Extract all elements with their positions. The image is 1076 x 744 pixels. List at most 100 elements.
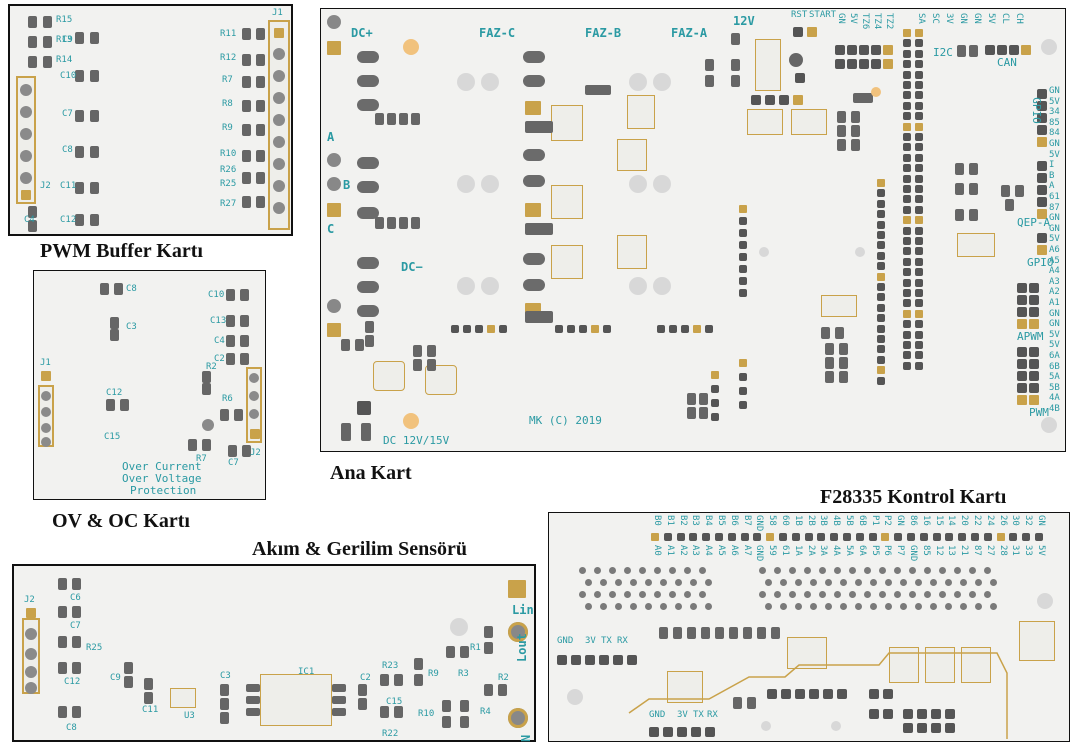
header-pin (903, 216, 911, 225)
header-pin (915, 70, 923, 79)
header-pin (675, 579, 682, 586)
main-right-pin-label: A5 (1049, 255, 1060, 266)
f28335-label-rx-2: RX (707, 710, 718, 720)
header-pin (804, 591, 811, 598)
header-pin (877, 293, 885, 302)
header-pin (739, 387, 747, 395)
header-pin (834, 591, 841, 598)
header-pin (915, 351, 923, 360)
sensor-silk-label: R1 (470, 643, 481, 653)
header-pin (624, 591, 631, 598)
header-pin (739, 277, 747, 285)
pwm-label-j1: J1 (272, 8, 283, 18)
main-label-a: A (327, 130, 335, 144)
main-board: DC+ DC− FAZ-C FAZ-B FAZ-A 12V RST START … (320, 8, 1066, 452)
header-pin (739, 217, 747, 225)
header-pin (877, 324, 885, 333)
ovoc-note-line2: Over Voltage (122, 472, 202, 485)
header-pin (830, 533, 839, 541)
pwm-label-c7: C7 (62, 109, 73, 119)
header-pin (690, 579, 697, 586)
header-pin (753, 533, 762, 541)
main-right-pin-label: 5V (1049, 340, 1060, 351)
sensor-silk-label: R4 (480, 707, 491, 717)
main-right-pin-label: GN (1049, 139, 1060, 149)
header-pin (903, 81, 911, 89)
sensor-silk-label: IC1 (298, 667, 315, 677)
header-pin (780, 579, 787, 586)
ovoc-label-c12: C12 (106, 388, 123, 398)
opamp-ic (821, 295, 857, 317)
header-pin (939, 591, 946, 598)
header-pin (881, 533, 890, 541)
header-pin (877, 283, 885, 291)
header-pin (909, 591, 916, 598)
header-pin (969, 567, 976, 574)
header-pin (624, 567, 631, 574)
header-pin (894, 591, 901, 598)
header-pin (669, 591, 676, 598)
header-pin (915, 185, 923, 193)
main-label-faz-a: FAZ-A (671, 26, 708, 40)
header-pin (945, 579, 952, 586)
header-pin (877, 272, 885, 281)
header-pin (903, 112, 911, 121)
main-right-pin-label: I (1049, 160, 1055, 171)
header-pin (915, 226, 923, 235)
header-pin (975, 603, 982, 610)
main-right-pin-label: 5V (1049, 329, 1060, 340)
main-label-qep-a: QEP-A (1017, 216, 1051, 229)
gate-driver-ic (617, 139, 647, 171)
header-pin (877, 251, 885, 260)
main-label-12v: 12V (733, 14, 755, 28)
main-right-pin-label: A (1049, 181, 1055, 192)
sensor-silk-label: R10 (418, 709, 435, 719)
main-top-pin-label: CL (1000, 13, 1010, 24)
header-pin (739, 229, 747, 237)
header-pin (983, 533, 992, 541)
header-pin (915, 579, 922, 586)
main-top-pin-label: CH (1014, 13, 1024, 24)
f28335-regulator (1019, 621, 1055, 661)
header-pin (915, 330, 923, 339)
header-pin (840, 579, 847, 586)
header-pin (864, 591, 871, 598)
ovoc-note-line1: Over Current (122, 460, 202, 473)
header-pin (915, 143, 923, 152)
expansion-header-column (877, 179, 887, 389)
header-pin (1035, 533, 1043, 541)
header-pin (739, 373, 747, 381)
main-top-pin-label: TZ2 (884, 13, 894, 30)
pwm-label-c4: C4 (24, 215, 35, 225)
header-pin (855, 603, 862, 610)
mcu-header-column (903, 29, 925, 370)
gate-driver-ic (551, 245, 583, 279)
header-pin (915, 81, 923, 89)
header-pin (840, 603, 847, 610)
main-top-pin-label: 5V (848, 13, 858, 24)
header-pin (903, 205, 911, 214)
header-pin (594, 591, 601, 598)
main-board-caption: Ana Kart (330, 462, 412, 484)
ovoc-label-c15: C15 (104, 432, 121, 442)
header-pin (907, 533, 915, 541)
header-pin (789, 591, 796, 598)
header-pin (705, 603, 712, 610)
header-pin (705, 579, 712, 586)
dac-header-column (711, 371, 721, 431)
main-top-pin-label: TZ6 (860, 13, 870, 30)
sensor-silk-label: R23 (382, 661, 399, 671)
pwm-label-c10: C10 (60, 71, 77, 81)
main-right-pin-label: 5B (1049, 382, 1060, 393)
main-right-pin-label: A6 (1049, 245, 1060, 255)
header-pin (915, 268, 923, 277)
main-right-pin-label: 61 (1049, 192, 1060, 202)
header-pin (919, 533, 928, 541)
f28335-buffer-ic (787, 637, 827, 669)
f28335-top-header (651, 533, 1051, 553)
header-pin (915, 112, 923, 121)
sensor-silk-label: Lout (515, 633, 529, 662)
header-pin (903, 164, 911, 173)
main-right-pin-label: 87 (1049, 202, 1060, 213)
